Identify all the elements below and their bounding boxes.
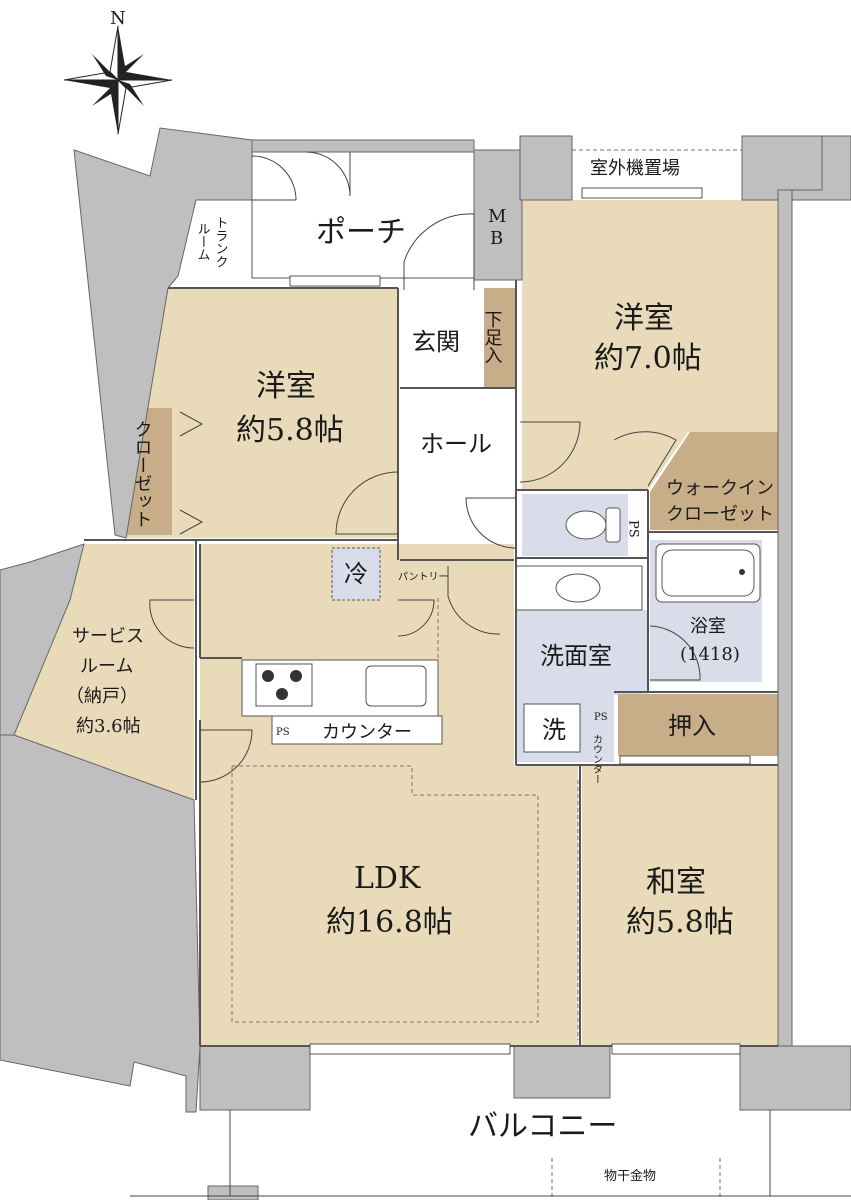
service-room-floor (14, 544, 194, 800)
door-ldk (447, 566, 501, 635)
bath-drain (739, 569, 745, 575)
stove-burner (262, 670, 274, 682)
service-room-size: 約3.6帖 (76, 716, 141, 737)
compass-icon (63, 25, 173, 135)
door-pantry (397, 599, 435, 637)
shoe-box-floor (484, 288, 516, 388)
wall-bottom-d (207, 1185, 259, 1200)
pantry-label: パントリー (398, 571, 449, 583)
stove-burner (276, 688, 288, 700)
window-porch (289, 275, 381, 287)
japanese-name: 和室 (646, 865, 706, 900)
hall-floor (400, 390, 516, 558)
stove-burner (290, 670, 302, 682)
western-a-name: 洋室 (256, 369, 316, 404)
ldk-size: 約16.8帖 (326, 905, 453, 940)
service-room-2: ルーム (80, 656, 133, 677)
window-outdoor (581, 187, 703, 199)
ps-wash-label: PS (594, 712, 608, 723)
toilet-tank (605, 507, 621, 543)
mb-label-b: B (490, 228, 503, 249)
walk-in-closet-floor (650, 432, 778, 530)
shoe-box-label: 下足入 (482, 310, 503, 364)
window-japanese (611, 1043, 741, 1055)
mb-label: M (488, 206, 506, 227)
washer-label: 洗 (542, 716, 566, 744)
japanese-room-floor (582, 766, 778, 1046)
ldk-name: LDK (354, 861, 421, 896)
bathtub-inner (661, 549, 755, 597)
closet-a-label: クローゼット (132, 420, 153, 528)
counter-small-label: カウンター (591, 734, 603, 784)
fridge-area (331, 547, 381, 601)
japanese-size: 約5.8帖 (626, 905, 734, 940)
door-room-b (519, 421, 581, 483)
porch-area (251, 151, 475, 279)
wall-porch-top (251, 139, 475, 153)
entrance-floor (400, 288, 484, 388)
wash-basin (555, 573, 601, 603)
door-service (149, 599, 195, 649)
compass-north-label: N (110, 8, 126, 29)
trunk-room-label-1: トランク (213, 216, 228, 268)
wall-top-right-b (741, 135, 823, 201)
door-room-a (335, 471, 399, 535)
drying-hardware-label: 物干金物 (604, 1168, 656, 1184)
stove (255, 663, 313, 707)
door-porch (251, 155, 297, 201)
balcony-label: バルコニー (468, 1109, 617, 1144)
door-porch-right (305, 151, 351, 197)
door-toilet (465, 497, 517, 549)
door-service-ldk (199, 729, 253, 783)
counter-strip (271, 715, 443, 745)
wall-right-top (791, 135, 851, 201)
western-a-size: 約5.8帖 (236, 413, 344, 448)
service-room-3: （納戸） (66, 686, 138, 707)
fridge-label: 冷 (344, 560, 368, 588)
oshiire-floor (618, 694, 778, 756)
bathtub (655, 543, 761, 603)
outdoor-unit-label: 室外機置場 (590, 158, 680, 179)
porch-label: ポーチ (316, 215, 406, 250)
western-b-size: 約7.0帖 (594, 341, 702, 376)
service-room-1: サービス (72, 626, 144, 647)
bathroom-size: (1418) (680, 644, 740, 665)
wic-label-1: ウォークイン (666, 478, 774, 499)
wall-bottom-c (739, 1045, 851, 1111)
entrance-label: 玄関 (412, 328, 460, 356)
wall-bottom-b (513, 1045, 611, 1099)
door-bath (649, 625, 701, 681)
western-room-b-floor (522, 200, 778, 490)
closet-door (179, 411, 204, 535)
western-room-a-floor (126, 288, 398, 538)
hall-label: ホール (420, 430, 492, 458)
ldk-carpet-outline (231, 765, 539, 1023)
bathroom-name: 浴室 (690, 616, 726, 637)
wall-bottom-a (199, 1045, 311, 1111)
trunk-room-label-2: ルーム (195, 222, 210, 261)
wall-top-left (73, 127, 253, 539)
wall-right (777, 189, 793, 1047)
wall-mb (473, 149, 523, 281)
kitchen-sink (365, 665, 427, 707)
washing-machine (523, 703, 581, 753)
ps-toilet-label: PS (626, 520, 641, 538)
counter-label: カウンター (322, 722, 412, 743)
window-oshiire (619, 755, 751, 765)
oshiire-label: 押入 (668, 712, 716, 740)
window-ldk (309, 1043, 511, 1055)
door-entrance (403, 213, 475, 290)
western-b-name: 洋室 (614, 301, 674, 336)
wic-label-2: クローゼット (666, 504, 774, 525)
washroom-label: 洗面室 (540, 642, 612, 670)
door-wic (613, 431, 677, 487)
ps-kitchen-label: PS (276, 727, 290, 738)
toilet-bowl (565, 510, 607, 540)
wall-top-right-a (519, 135, 573, 201)
wall-left-lower (0, 734, 201, 1113)
